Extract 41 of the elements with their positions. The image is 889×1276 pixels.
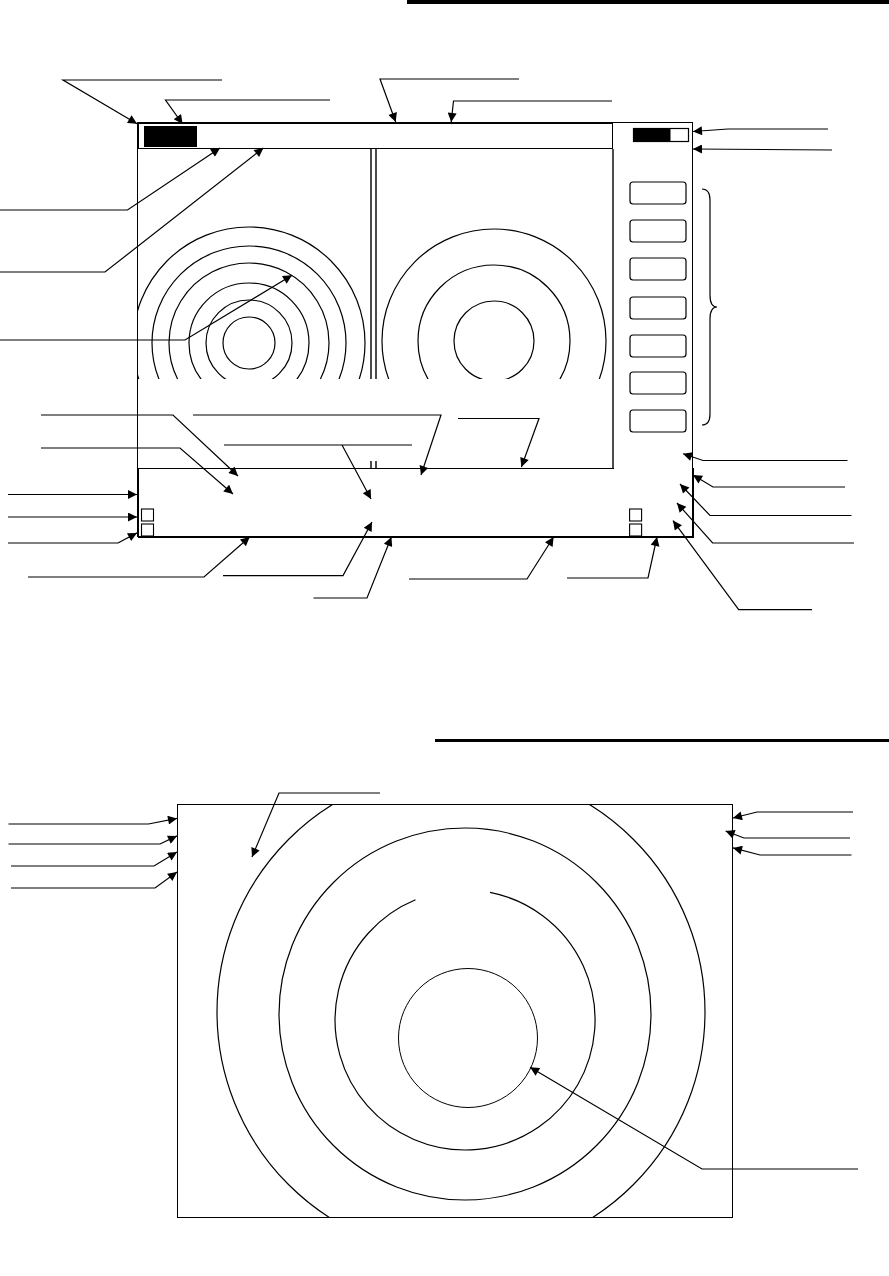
leader-line (40, 414, 239, 477)
leader-line (192, 414, 442, 476)
leader-line (0, 274, 293, 341)
leader-line (692, 144, 833, 154)
leader-line (7, 815, 178, 825)
leader-line (732, 811, 854, 821)
leader-line (566, 536, 660, 579)
leader-line (10, 871, 178, 889)
leader-line (692, 474, 846, 488)
leader-line (7, 532, 138, 544)
indicator-bar (144, 126, 197, 147)
leader-line (692, 126, 829, 136)
leader-line (672, 520, 813, 611)
title-bar (138, 123, 613, 149)
leader-line (7, 490, 138, 499)
leader-line (7, 835, 178, 845)
leader-line (676, 502, 855, 544)
leader-line (312, 536, 393, 599)
leader-line (379, 78, 520, 123)
leader-line (732, 845, 853, 856)
leader-line (447, 100, 613, 123)
leader-line (251, 792, 381, 858)
leader-line (725, 830, 851, 839)
leader-line (60, 79, 223, 125)
leader-line (223, 444, 413, 500)
leader-line (40, 447, 234, 495)
leader-line (222, 521, 373, 577)
leader-line (682, 452, 849, 462)
leader-line (7, 512, 138, 522)
status-strip (138, 468, 694, 538)
leader-line (0, 147, 264, 273)
leader-line (0, 147, 221, 211)
display-frame (137, 122, 693, 537)
leader-line (164, 99, 331, 125)
leader-line (27, 536, 251, 578)
range-ring (168, 262, 330, 380)
leader-line (408, 536, 555, 580)
leader-line (679, 483, 853, 517)
leader-line (529, 1066, 859, 1170)
leader-line (457, 417, 540, 468)
leader-line (10, 851, 178, 867)
